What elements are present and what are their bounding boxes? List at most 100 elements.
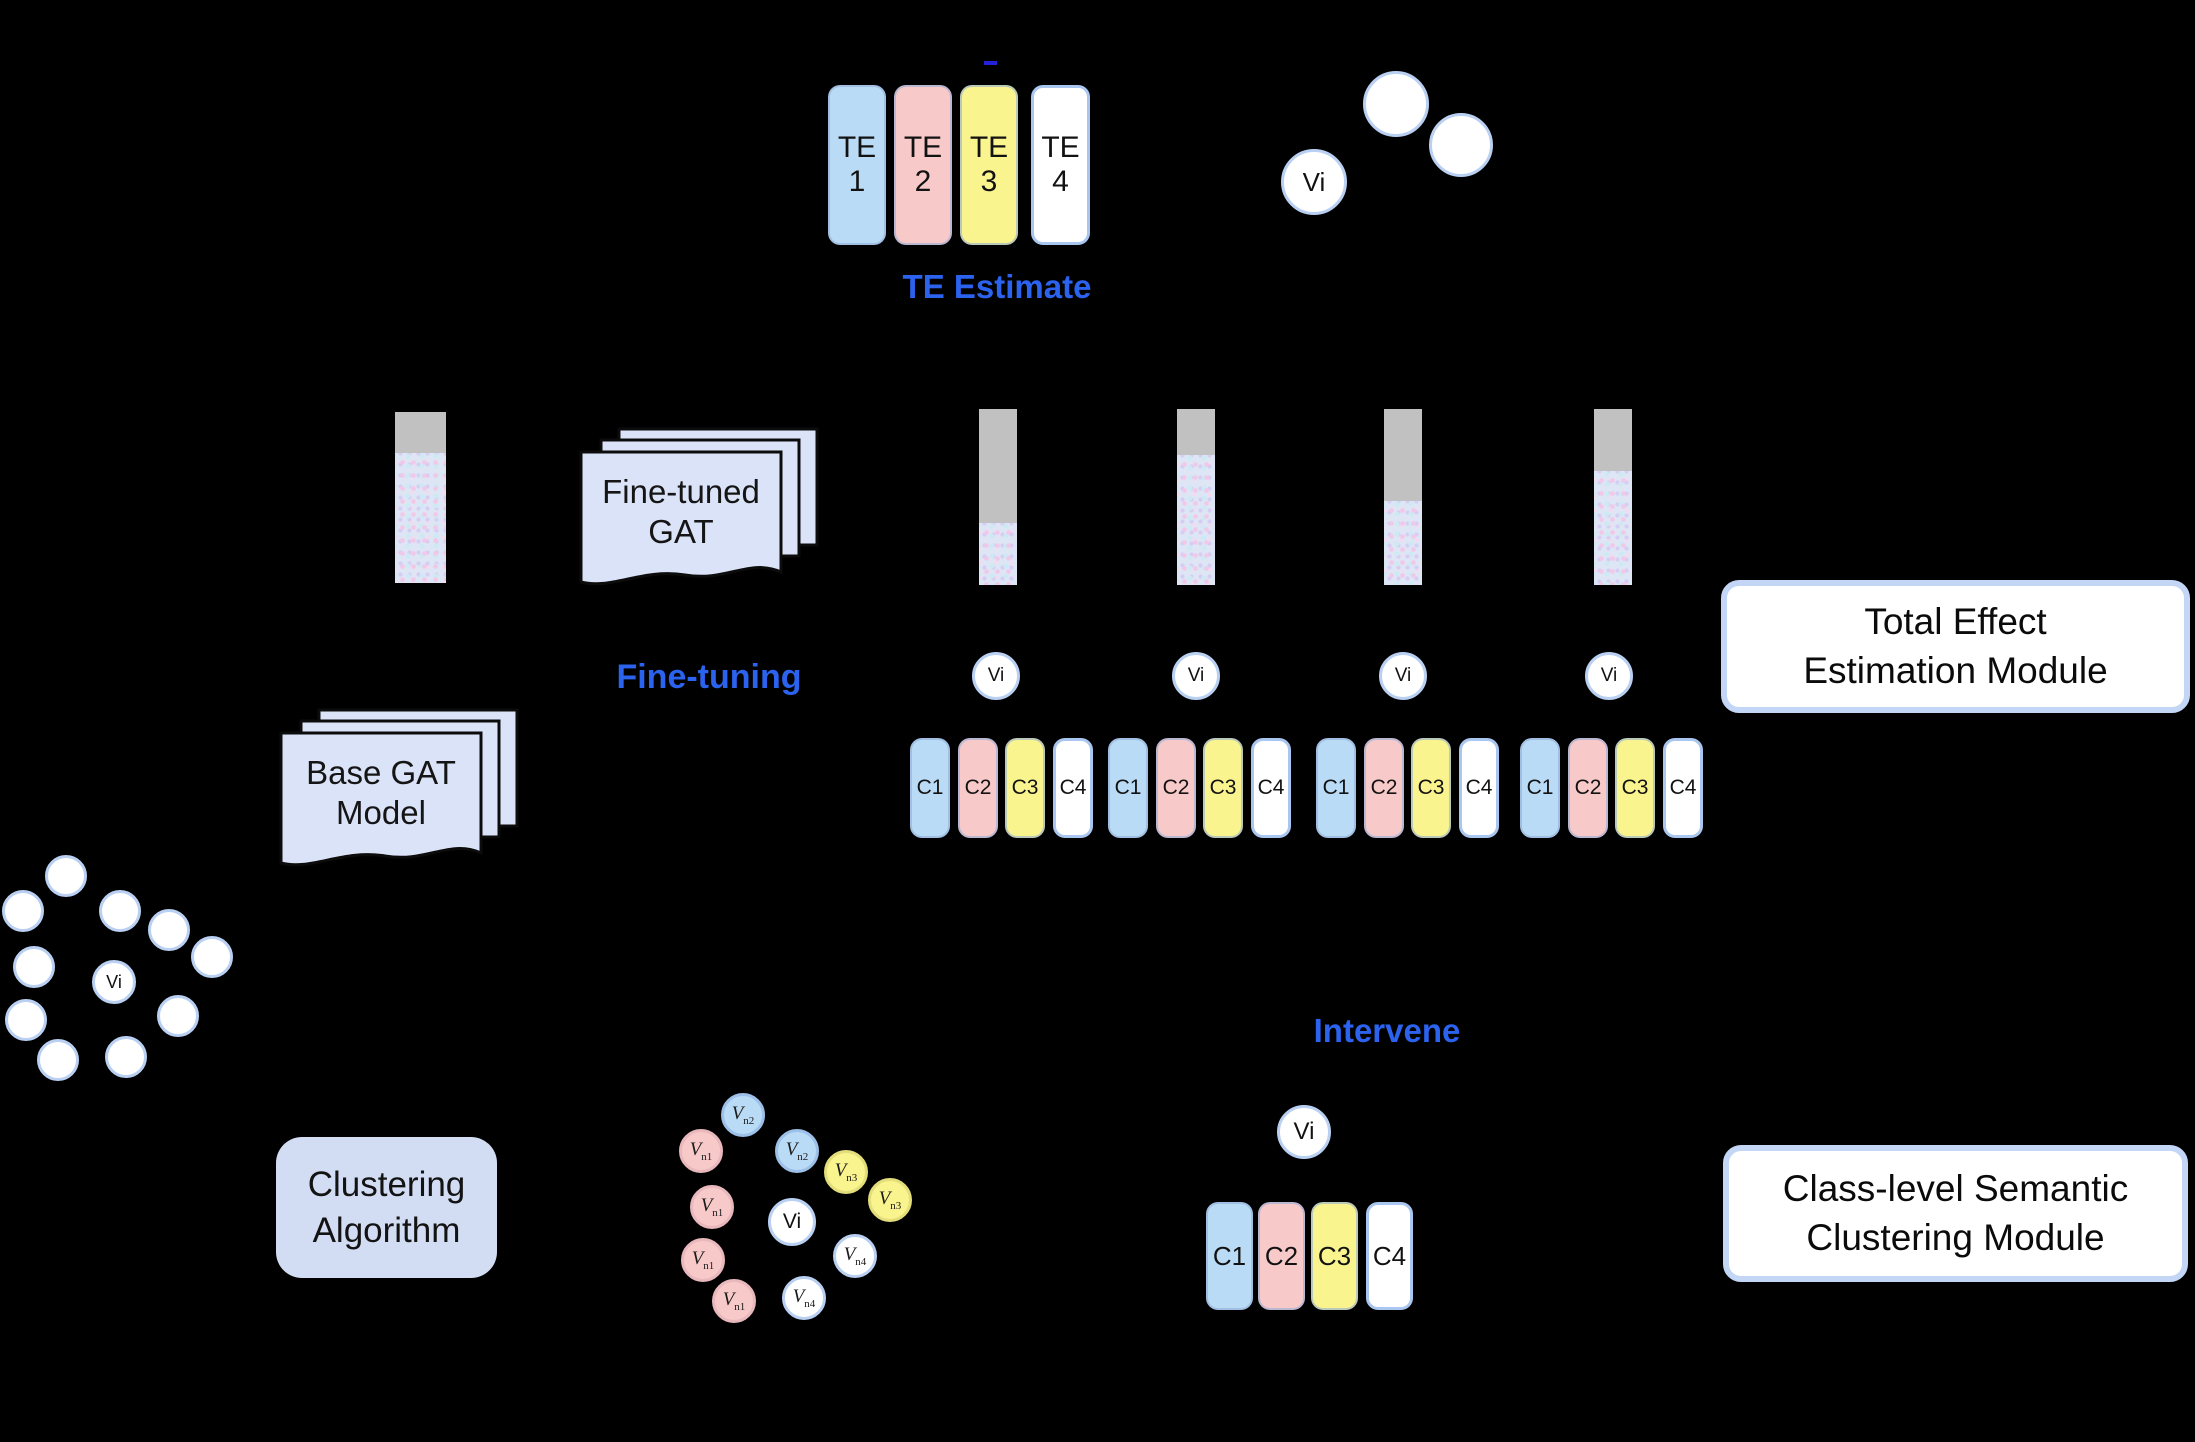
graph-node: [1363, 71, 1429, 137]
clustering-algorithm-box: Clustering Algorithm: [276, 1137, 497, 1278]
graph-node: [37, 1039, 79, 1081]
class-clustering-module-box: Class-level Semantic Clustering Module: [1723, 1145, 2188, 1282]
base-gat-line1: Base GAT: [306, 753, 456, 791]
semantic-node-label: Vn2: [731, 1103, 755, 1127]
semantic-node-label: Vn1: [700, 1195, 724, 1219]
class-pill-c4: C4: [1663, 738, 1703, 838]
base-gat-label: Base GAT Model: [281, 737, 481, 849]
embedding-noise-segment: [1594, 470, 1632, 585]
masked-segment: [1594, 409, 1632, 471]
te-pill-4: TE 4: [1031, 85, 1090, 245]
blue-dash: [984, 61, 997, 65]
class-pill-c1: C1: [910, 738, 950, 838]
masked-segment: [395, 412, 446, 454]
clustering-line2: Algorithm: [312, 1210, 461, 1250]
total-effect-module-line1: Total Effect: [1864, 600, 2047, 642]
semantic-node-vn1: Vn1: [690, 1185, 734, 1229]
te-pill-4-line2: 4: [1052, 165, 1069, 198]
graph-node: [45, 855, 87, 897]
class-pill-c2: C2: [1258, 1202, 1305, 1310]
class-pill-c3: C3: [1615, 738, 1655, 838]
semantic-node-vn1: Vn1: [712, 1279, 756, 1323]
fine-tuned-gat-stack: Fine-tuned GAT: [577, 426, 827, 596]
embedding-bar-1: [979, 409, 1017, 585]
class-pill-c2: C2: [1156, 738, 1196, 838]
document-stack-icon: [579, 427, 819, 586]
embedding-noise-segment: [395, 453, 446, 583]
semantic-node-label: Vn1: [689, 1139, 713, 1163]
class-pill-c4: C4: [1366, 1202, 1413, 1310]
class-pill-c2: C2: [1568, 738, 1608, 838]
te-pill-3: TE 3: [960, 85, 1018, 245]
te-pill-2-line1: TE: [903, 131, 943, 165]
class-clustering-module-line2: Clustering Module: [1806, 1216, 2105, 1258]
class-pill-c3: C3: [1311, 1202, 1358, 1310]
embedding-noise-segment: [1384, 500, 1422, 585]
embedding-bar-3: [1384, 409, 1422, 585]
semantic-node-label: Vn3: [834, 1160, 858, 1184]
vi-node-mid-3: Vi: [1379, 652, 1427, 700]
semantic-node-vn1: Vn1: [681, 1238, 725, 1282]
vi-node-mid-4: Vi: [1585, 652, 1633, 700]
te-pill-3-line1: TE: [969, 131, 1009, 165]
class-pill-c3: C3: [1203, 738, 1243, 838]
class-pill-c3: C3: [1005, 738, 1045, 838]
te-pill-3-line2: 3: [980, 165, 998, 198]
te-estimate-caption: TE Estimate: [902, 268, 1092, 305]
embedding-bar-standalone: [395, 412, 446, 583]
te-pill-1: TE 1: [828, 85, 886, 245]
base-gat-line2: Model: [336, 794, 426, 831]
embedding-noise-segment: [979, 523, 1017, 585]
graph-node: [191, 936, 233, 978]
graph-node: [148, 909, 190, 951]
fine-tuned-gat-line2: GAT: [648, 513, 714, 550]
vi-node-left-cluster: Vi: [92, 960, 136, 1004]
semantic-node-vn2: Vn2: [775, 1129, 819, 1173]
graph-node: [105, 1036, 147, 1078]
te-pill-1-line2: 1: [848, 165, 866, 198]
vi-node-semantic-cluster: Vi: [768, 1198, 816, 1246]
te-pill-1-line1: TE: [837, 131, 877, 165]
vi-node-mid-1: Vi: [972, 652, 1020, 700]
te-pill-2-line2: 2: [914, 165, 932, 198]
base-gat-stack: Base GAT Model: [277, 707, 527, 877]
graph-node: [157, 995, 199, 1037]
clustering-line1: Clustering: [307, 1165, 466, 1204]
semantic-node-label: Vn4: [843, 1244, 867, 1268]
graph-node: [13, 946, 55, 988]
semantic-node-vn4: Vn4: [782, 1276, 826, 1320]
te-pill-2: TE 2: [894, 85, 952, 245]
class-pill-c3: C3: [1411, 738, 1451, 838]
te-pill-4-line1: TE: [1041, 131, 1080, 165]
document-stack-icon: [279, 708, 519, 867]
vi-node-top: Vi: [1281, 149, 1347, 215]
class-pill-c4: C4: [1459, 738, 1499, 838]
semantic-node-vn2: Vn2: [721, 1093, 765, 1137]
class-pill-c1: C1: [1108, 738, 1148, 838]
masked-segment: [1177, 409, 1215, 455]
class-clustering-module-line1: Class-level Semantic: [1782, 1167, 2129, 1209]
embedding-bar-4: [1594, 409, 1632, 585]
semantic-node-vn4: Vn4: [833, 1234, 877, 1278]
embedding-noise-segment: [1177, 454, 1215, 585]
semantic-node-label: Vn2: [785, 1139, 809, 1163]
graph-node: [99, 890, 141, 932]
class-pill-c1: C1: [1206, 1202, 1253, 1310]
class-pill-c4: C4: [1251, 738, 1291, 838]
total-effect-module-line2: Estimation Module: [1803, 649, 2108, 691]
fine-tuned-gat-line1: Fine-tuned: [602, 472, 760, 510]
class-pill-c4: C4: [1053, 738, 1093, 838]
vi-node-mid-2: Vi: [1172, 652, 1220, 700]
graph-node: [2, 890, 44, 932]
fine-tuning-caption: Fine-tuning: [616, 658, 802, 696]
masked-segment: [979, 409, 1017, 524]
graph-node: [1429, 113, 1493, 177]
class-pill-c1: C1: [1316, 738, 1356, 838]
vi-node-bottom: Vi: [1277, 1105, 1331, 1159]
fine-tuned-gat-label: Fine-tuned GAT: [581, 456, 781, 568]
semantic-node-vn3: Vn3: [868, 1178, 912, 1222]
class-pill-c2: C2: [958, 738, 998, 838]
class-pill-c2: C2: [1364, 738, 1404, 838]
masked-segment: [1384, 409, 1422, 501]
